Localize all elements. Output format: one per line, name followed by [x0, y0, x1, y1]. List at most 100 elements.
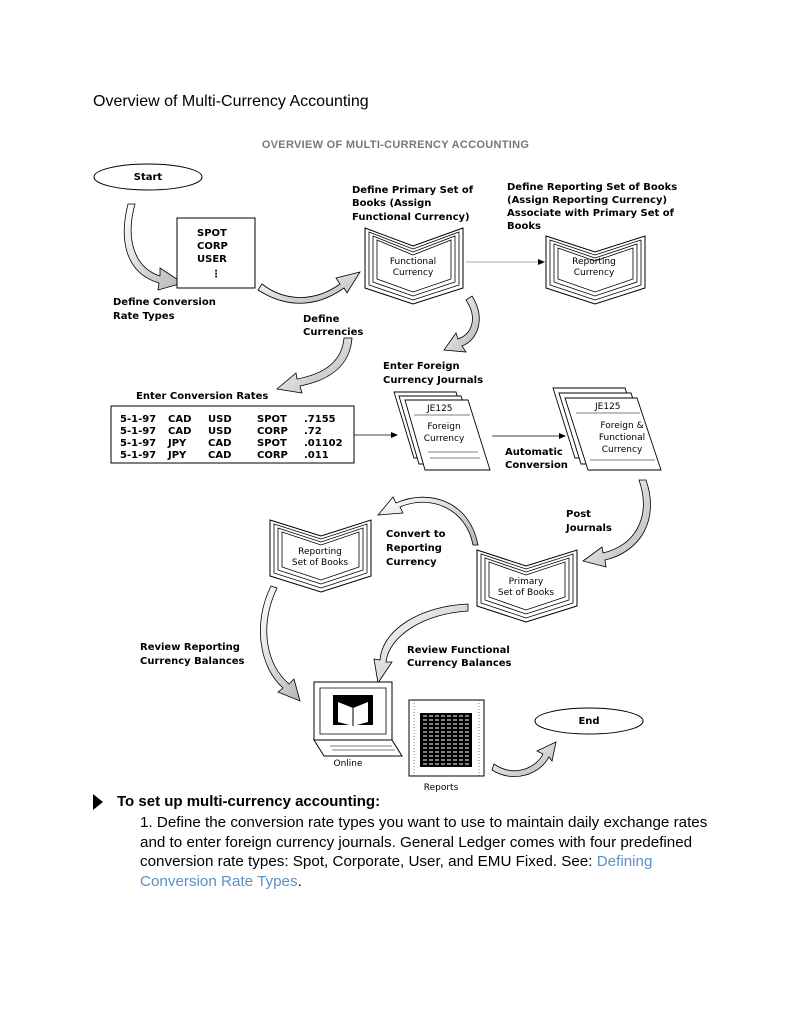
review-reporting-label: Review Reporting — [140, 642, 240, 653]
arrowhead-icon — [559, 433, 566, 439]
reporting-sob-label: Set of Books — [292, 558, 349, 568]
rate-cell: USD — [208, 414, 232, 425]
define-reporting-label: (Assign Reporting Currency) — [507, 195, 667, 206]
define-conversion-label: Define Conversion — [113, 297, 216, 308]
review-functional-label: Review Functional — [407, 645, 510, 656]
arrow-start-to-rate-types — [123, 203, 184, 291]
define-currencies-label: Currencies — [303, 327, 363, 338]
rate-cell: CAD — [208, 438, 231, 449]
foreign-currency-label: Currency — [424, 434, 465, 444]
procedure-step-1: 1. Define the conversion rate types you … — [140, 813, 713, 891]
enter-foreign-label: Enter Foreign — [383, 361, 460, 372]
rate-cell: CORP — [257, 450, 288, 461]
post-journals-label: Post — [566, 509, 591, 520]
triangle-bullet-icon — [93, 793, 103, 810]
arrow-to-functional-book — [257, 271, 361, 304]
foreign-journal-document-icon: JE125 Foreign Currency — [393, 391, 491, 471]
figure-caption: OVERVIEW OF MULTI-CURRENCY ACCOUNTING — [261, 139, 530, 151]
end-oval: End — [534, 707, 644, 735]
convert-to-reporting-label: Reporting — [386, 543, 442, 554]
define-primary-label: Define Primary Set of — [352, 185, 474, 196]
foreign-currency-label: Foreign — [427, 422, 460, 432]
arrow-to-conversion-rates — [276, 337, 353, 394]
journal-id-label: JE125 — [426, 404, 453, 414]
rate-cell: SPOT — [257, 438, 287, 449]
reporting-currency-book-icon: Reporting Currency — [545, 235, 646, 305]
start-label: Start — [134, 172, 163, 183]
define-primary-label: Books (Assign — [352, 198, 431, 209]
rate-cell: JPY — [167, 438, 187, 449]
convert-to-reporting-label: Convert to — [386, 529, 446, 540]
rate-cell: 5-1-97 — [120, 426, 156, 437]
reporting-currency-label: Currency — [574, 268, 615, 278]
procedure-title: To set up multi-currency accounting: — [117, 793, 381, 810]
rate-cell: .01102 — [304, 438, 343, 449]
rate-cell: .72 — [304, 426, 322, 437]
enter-foreign-label: Currency Journals — [383, 375, 483, 386]
rate-cell: .7155 — [304, 414, 336, 425]
rate-cell: 5-1-97 — [120, 438, 156, 449]
define-reporting-label: Associate with Primary Set of — [507, 208, 675, 219]
define-reporting-label: Define Reporting Set of Books — [507, 182, 677, 193]
convert-to-reporting-label: Currency — [386, 557, 437, 568]
rate-cell: JPY — [167, 450, 187, 461]
reports-label: Reports — [424, 783, 459, 793]
define-currencies-label: Define — [303, 314, 340, 325]
foreign-functional-label: Currency — [602, 445, 643, 455]
end-label: End — [578, 716, 599, 727]
rate-cell: 5-1-97 — [120, 414, 156, 425]
rate-cell: USD — [208, 426, 232, 437]
rate-cell: SPOT — [257, 414, 287, 425]
enter-rates-label: Enter Conversion Rates — [136, 391, 268, 402]
page-title: Overview of Multi-Currency Accounting — [93, 93, 369, 110]
step-text: 1. Define the conversion rate types you … — [140, 814, 708, 870]
review-functional-label: Currency Balances — [407, 658, 512, 669]
step-tail: . — [297, 872, 302, 890]
primary-sob-label: Set of Books — [498, 588, 555, 598]
rate-cell: 5-1-97 — [120, 450, 156, 461]
automatic-conversion-label: Automatic — [505, 447, 563, 458]
define-primary-label: Functional Currency) — [352, 212, 470, 223]
defining-rate-types-link[interactable]: Defining Conversion Rate Types — [140, 853, 653, 890]
rate-type-item: SPOT — [197, 228, 227, 239]
functional-currency-label: Functional — [390, 257, 436, 267]
rate-type-item: CORP — [197, 241, 228, 252]
arrow-to-foreign-journals — [443, 295, 480, 353]
report-document-icon — [408, 699, 485, 777]
arrow-to-reporting-books — [377, 496, 479, 546]
rate-cell: CAD — [168, 414, 191, 425]
foreign-functional-label: Foreign & — [600, 421, 643, 431]
primary-sob-label: Primary — [509, 577, 544, 587]
arrow-to-online-from-primary — [373, 603, 469, 685]
foreign-functional-label: Functional — [599, 433, 645, 443]
ellipsis-icon: ⋮ — [211, 269, 221, 280]
start-oval: Start — [93, 163, 203, 191]
automatic-conversion-label: Conversion — [505, 460, 568, 471]
procedure-section: To set up multi-currency accounting: 1. … — [93, 793, 713, 891]
arrow-to-primary-books — [582, 479, 651, 568]
rate-cell: CORP — [257, 426, 288, 437]
functional-currency-label: Currency — [393, 268, 434, 278]
define-conversion-label: Rate Types — [113, 311, 175, 322]
review-reporting-label: Currency Balances — [140, 656, 245, 667]
journal-id-label: JE125 — [594, 402, 621, 412]
arrow-to-end — [491, 741, 557, 778]
primary-set-of-books-icon: Primary Set of Books — [476, 549, 578, 623]
reporting-sob-label: Reporting — [298, 547, 342, 557]
define-reporting-label: Books — [507, 221, 541, 232]
online-label: Online — [333, 759, 362, 769]
arrow-to-online-from-reporting — [260, 585, 301, 702]
rate-cell: .011 — [304, 450, 329, 461]
reporting-set-of-books-icon: Reporting Set of Books — [269, 519, 372, 593]
rate-types-box: SPOT CORP USER ⋮ — [176, 217, 256, 289]
reporting-currency-label: Reporting — [572, 257, 616, 267]
computer-icon — [313, 681, 403, 757]
procedure-heading: To set up multi-currency accounting: — [93, 793, 713, 810]
rate-cell: CAD — [168, 426, 191, 437]
rate-cell: CAD — [208, 450, 231, 461]
post-journals-label: Journals — [565, 523, 612, 534]
functional-currency-book-icon: Functional Currency — [364, 227, 464, 305]
multi-currency-flow-diagram: Start SPOT CORP USER ⋮ Define Conversion… — [93, 163, 677, 793]
arrowhead-icon — [538, 259, 545, 265]
